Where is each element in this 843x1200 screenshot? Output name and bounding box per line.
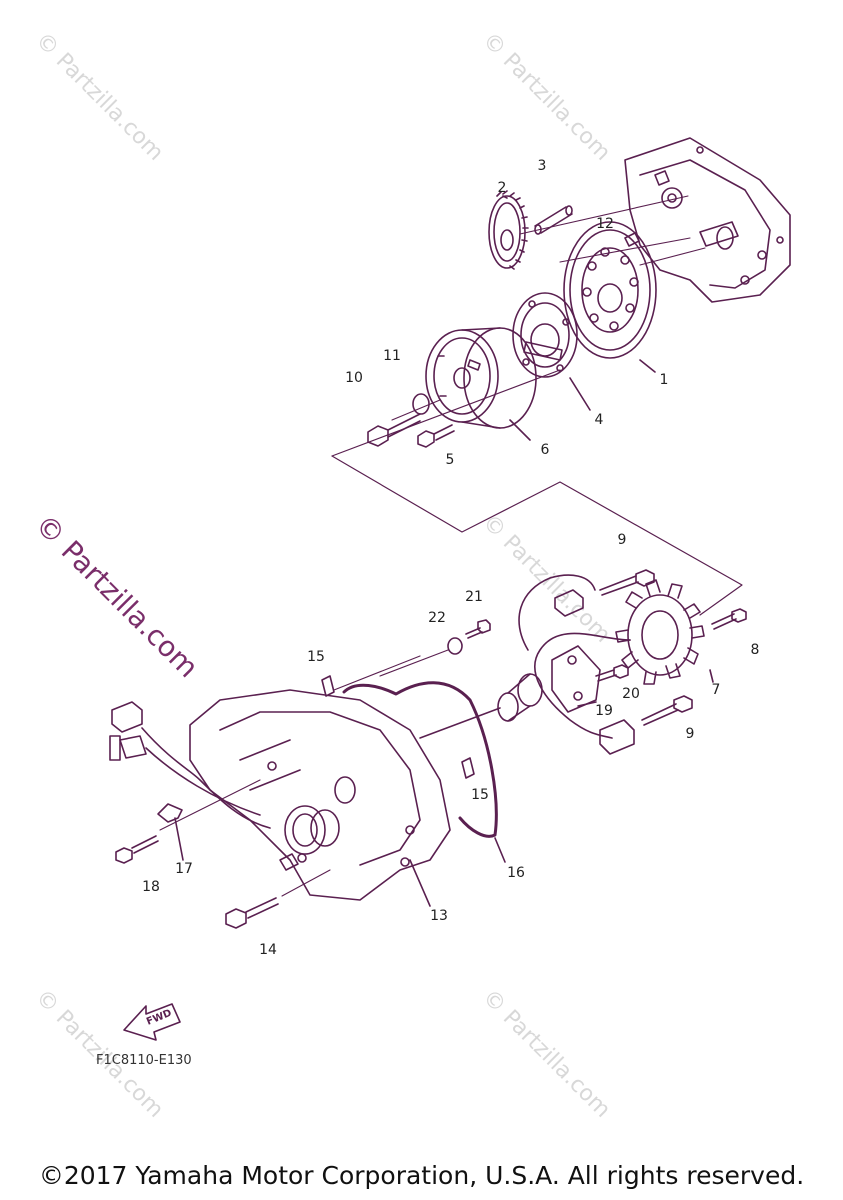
callout-4: 4 — [594, 412, 604, 428]
callout-12: 12 — [596, 216, 614, 232]
plug-washer — [447, 637, 463, 655]
sprocket-small — [488, 190, 529, 270]
rotor-bolt — [417, 424, 455, 448]
fwd-arrow-icon: FWD — [123, 1003, 181, 1041]
wire-clamp-small — [157, 803, 183, 823]
callout-17: 17 — [175, 861, 193, 877]
pickup-bolt — [595, 664, 629, 682]
washer — [412, 393, 430, 415]
wire-grommet — [554, 589, 584, 617]
sensor-harness — [109, 701, 271, 829]
callout-13: 13 — [430, 908, 448, 924]
woodruff-key — [624, 232, 640, 247]
shaft-pin — [534, 205, 573, 235]
stator-wire — [534, 632, 631, 739]
stator — [615, 579, 705, 685]
callout-7: 7 — [711, 682, 721, 698]
callout-11: 11 — [383, 348, 401, 364]
callout-15-lower: 15 — [471, 787, 489, 803]
callout-5: 5 — [445, 452, 455, 468]
diagram-code: F1C8110-E130 — [96, 1053, 192, 1068]
callout-14: 14 — [259, 942, 277, 958]
callout-8: 8 — [750, 642, 760, 658]
callout-9-lower: 9 — [685, 726, 695, 742]
wire-clamp — [599, 719, 635, 755]
clutch-housing — [512, 292, 578, 378]
callout-6: 6 — [540, 442, 550, 458]
callout-15-upper: 15 — [307, 649, 325, 665]
generator-cover — [189, 689, 451, 901]
callout-3: 3 — [537, 158, 547, 174]
clamp-bolt — [115, 835, 159, 864]
rotor — [425, 327, 537, 429]
cover-gasket — [342, 681, 498, 838]
callout-10: 10 — [345, 370, 363, 386]
dowel-pin-upper — [321, 675, 335, 697]
copyright-notice: ©2017 Yamaha Motor Corporation, U.S.A. A… — [38, 1161, 805, 1190]
callout-1: 1 — [659, 372, 669, 388]
starter-gear — [563, 221, 657, 359]
stator-screw — [711, 608, 747, 630]
plug-bolt — [465, 619, 491, 639]
shaft-seal — [419, 673, 543, 739]
pickup-coil — [551, 645, 601, 713]
callout-20: 20 — [622, 686, 640, 702]
callout-21: 21 — [465, 589, 483, 605]
cover-bolt — [225, 897, 279, 929]
callout-19: 19 — [595, 703, 613, 719]
dowel-pin-lower — [461, 757, 475, 779]
callout-18: 18 — [142, 879, 160, 895]
callout-2: 2 — [497, 180, 507, 196]
callout-16: 16 — [507, 865, 525, 881]
stator-bolt-upper — [599, 569, 655, 596]
callout-22: 22 — [428, 610, 446, 626]
callout-9-upper: 9 — [617, 532, 627, 548]
fwd-label: FWD — [145, 1008, 173, 1028]
stator-bolt-lower — [641, 695, 693, 726]
